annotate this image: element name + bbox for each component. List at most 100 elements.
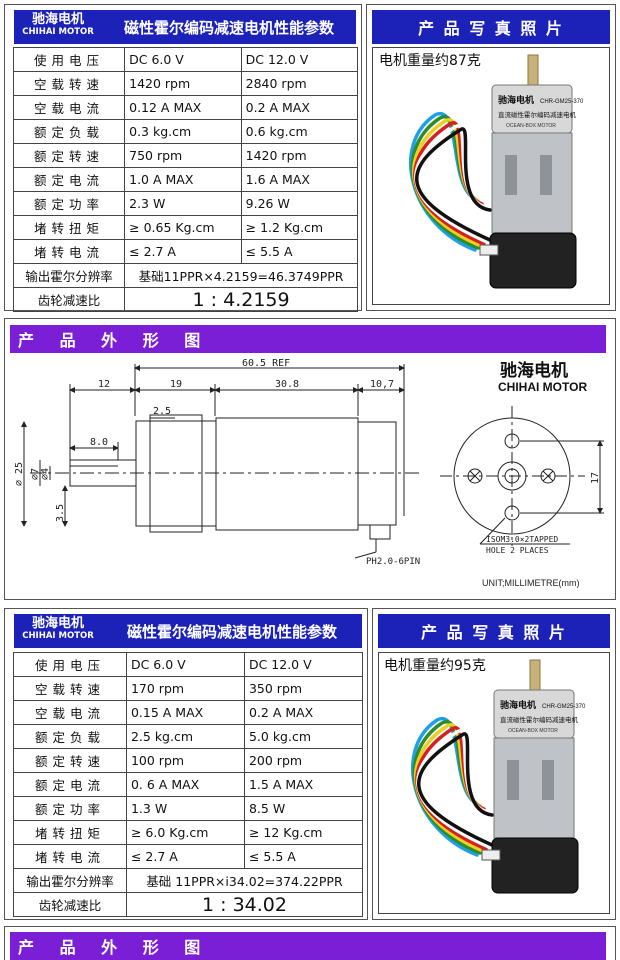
spec-row: 堵转电流≤ 2.7 A≤ 5.5 A (13, 844, 364, 869)
spec-label: 使用电压 (12, 47, 126, 72)
brand-block-2: 驰海电机 CHIHAI MOTOR (14, 614, 102, 648)
spec-value-6v: 0.12 A MAX (124, 95, 242, 120)
dim-25: 2.5 (153, 406, 171, 417)
spec-value-12v: 1420 rpm (240, 143, 359, 168)
photo-title-2: 产 品 写 真 照 片 (378, 614, 610, 648)
spec-value-12v: 9.26 W (240, 191, 359, 216)
spec-label: 额定电流 (13, 772, 127, 797)
spec-label: 堵转扭矩 (13, 820, 127, 845)
spec-label: 额定电流 (12, 167, 126, 192)
spec-value-12v: ≥ 1.2 Kg.cm (240, 215, 359, 240)
spec-value-6v: 1.0 A MAX (124, 167, 242, 192)
spec-label: 堵转扭矩 (12, 215, 126, 240)
hole-label: HOLE 2 PLACES (486, 546, 549, 555)
dim-d25: ⌀ 25 (14, 462, 25, 486)
motor-label-sub: OCEAN-BOX MOTOR (508, 728, 558, 734)
spec-title-1: 磁性霍尔编码减速电机性能参数 (102, 10, 356, 44)
spec-value-6v: 2.5 kg.cm (125, 724, 245, 749)
motor-label-brand: 驰海电机 (500, 699, 536, 711)
spec-value-12v: ≤ 5.5 A (243, 844, 364, 869)
spec-value-6v: 0.3 kg.cm (124, 119, 242, 144)
motor-weight-2: 电机重量约95克 (384, 658, 486, 674)
spec-row: 堵转扭矩≥ 0.65 Kg.cm≥ 1.2 Kg.cm (12, 215, 359, 240)
spec-value-6v: 1420 rpm (124, 71, 242, 96)
gear-ratio-value: 1 : 4.2159 (124, 287, 358, 312)
spec-label: 空载转速 (13, 676, 127, 701)
dim-d7: ⌀7 (30, 468, 41, 480)
spec-row: 堵转电流≤ 2.7 A≤ 5.5 A (12, 239, 359, 264)
drawing-title-2: 产 品 外 形 图 (10, 932, 606, 960)
spec-label: 额定转速 (13, 748, 127, 773)
spec-value-6v: 750 rpm (124, 143, 242, 168)
spec-value-6v: 170 rpm (125, 676, 245, 701)
dim-107: 10,7 (370, 379, 394, 390)
spec-label: 额定负载 (12, 119, 126, 144)
hall-resolution-label: 输出霍尔分辨率 (12, 263, 126, 288)
spec-value-6v: 100 rpm (125, 748, 245, 773)
spec-value-12v: 0.2 A MAX (243, 700, 364, 725)
spec-label: 堵转电流 (12, 239, 126, 264)
dim-12: 12 (98, 379, 110, 390)
hall-resolution-row: 输出霍尔分辨率基础11PPR×4.2159=46.3749PPR (12, 263, 358, 288)
spec-value-6v: ≤ 2.7 A (124, 239, 242, 264)
brand-cn: 驰海电机 (31, 12, 84, 27)
spec-value-12v: 0.6 kg.cm (240, 119, 359, 144)
spec-label: 堵转电流 (13, 844, 127, 869)
dim-80: 8.0 (90, 437, 108, 448)
connector-label: PH2.0-6PIN (366, 557, 420, 567)
dim-d4: ⌀4 (40, 468, 51, 480)
brand-en: CHIHAI MOTOR (22, 631, 94, 641)
drawing-title-1: 产 品 外 形 图 (10, 325, 606, 353)
photo-title-1: 产 品 写 真 照 片 (372, 10, 610, 44)
motor-label-sub: OCEAN-BOX MOTOR (506, 123, 556, 129)
dim-17: 17 (590, 472, 601, 484)
spec-label: 额定功率 (13, 796, 127, 821)
hall-resolution-row: 输出霍尔分辨率基础 11PPR×i34.02=374.22PPR (13, 868, 364, 893)
spec-label: 空载转速 (12, 71, 126, 96)
spec-value-6v: ≤ 2.7 A (125, 844, 245, 869)
hall-resolution-value: 基础11PPR×4.2159=46.3749PPR (124, 263, 358, 288)
spec-value-12v: DC 12.0 V (243, 652, 364, 677)
gear-ratio-label: 齿轮减速比 (12, 287, 126, 312)
spec-value-12v: ≤ 5.5 A (240, 239, 359, 264)
spec-value-12v: 2840 rpm (240, 71, 359, 96)
spec-value-6v: 0.15 A MAX (125, 700, 245, 725)
spec-value-6v: DC 6.0 V (124, 47, 242, 72)
unit-label: UNIT;MILLIMETRE(mm) (482, 578, 580, 588)
spec-value-6v: ≥ 0.65 Kg.cm (124, 215, 242, 240)
spec-value-12v: ≥ 12 Kg.cm (243, 820, 364, 845)
spec-value-12v: DC 12.0 V (240, 47, 359, 72)
motor-label-line: 直流磁性霍尔编码减速电机 (500, 715, 579, 724)
spec-row: 堵转扭矩≥ 6.0 Kg.cm≥ 12 Kg.cm (13, 820, 364, 845)
spec-value-6v: 0. 6 A MAX (125, 772, 245, 797)
motor-label-line: 直流磁性霍尔编码减速电机 (498, 110, 577, 119)
motor-weight-1: 电机重量约87克 (379, 53, 481, 69)
drawing-brand-en: CHIHAI MOTOR (498, 380, 587, 394)
tapped-label: ISOM3.0×2TAPPED (486, 535, 558, 544)
spec-value-12v: 0.2 A MAX (240, 95, 359, 120)
spec-value-12v: 8.5 W (243, 796, 364, 821)
dim-308: 30.8 (275, 379, 299, 390)
motor-label-brand: 驰海电机 (498, 94, 534, 106)
spec-title-2: 磁性霍尔编码减速电机性能参数 (102, 614, 362, 648)
spec-value-6v: 1.3 W (125, 796, 245, 821)
dim-19: 19 (170, 379, 182, 390)
spec-value-6v: 2.3 W (124, 191, 242, 216)
motor-label-model: CHR-GM25-370 (540, 99, 584, 105)
